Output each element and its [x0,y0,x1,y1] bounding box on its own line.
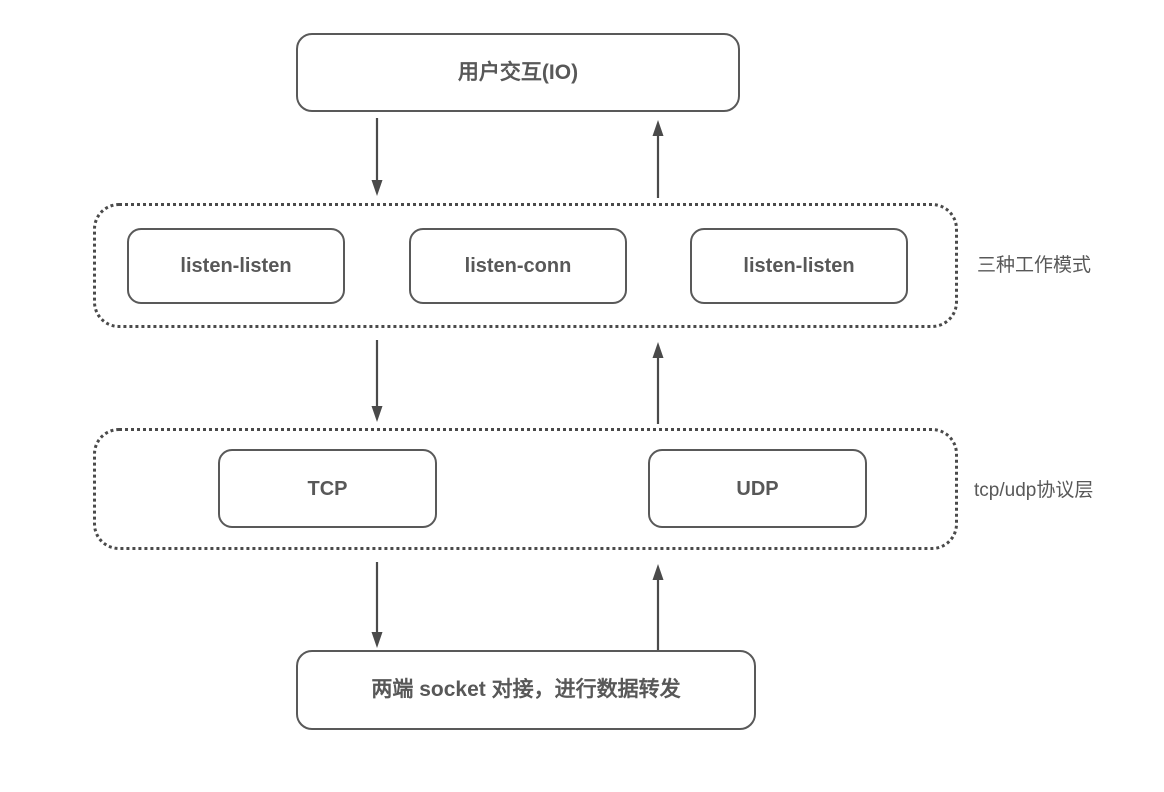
group-protocol-layer [93,428,958,550]
connector-modes-to-protocol-down [371,340,383,422]
node-mode-listen-listen-2[interactable]: listen-listen [690,228,908,304]
node-label: TCP [307,477,348,500]
connector-io-to-modes-down [371,118,383,196]
node-socket-forwarding[interactable]: 两端 socket 对接，进行数据转发 [296,650,756,730]
node-label: listen-conn [464,255,572,277]
group-work-modes [93,203,958,328]
connector-modes-to-io-up [652,120,664,198]
node-label: listen-listen [743,255,855,277]
node-label: listen-listen [180,255,292,277]
connector-socket-to-protocol-up [652,564,664,650]
node-mode-listen-listen-1[interactable]: listen-listen [127,228,345,304]
caption-protocol-layer: tcp/udp协议层 [974,480,1094,501]
node-label: 用户交互(IO) [457,60,579,84]
node-label: UDP [736,477,779,500]
node-mode-listen-conn[interactable]: listen-conn [409,228,627,304]
connector-protocol-to-modes-up [652,342,664,424]
caption-work-modes: 三种工作模式 [977,255,1092,276]
node-protocol-udp[interactable]: UDP [648,449,867,528]
node-user-interaction-io[interactable]: 用户交互(IO) [296,33,740,112]
node-protocol-tcp[interactable]: TCP [218,449,437,528]
connector-protocol-to-socket-down [371,562,383,648]
node-label: 两端 socket 对接，进行数据转发 [371,678,681,702]
